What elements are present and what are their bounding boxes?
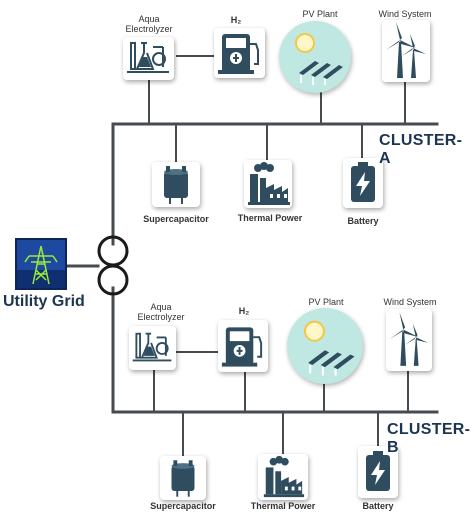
cluster-b-supercapacitor-card: [160, 456, 206, 500]
cluster-a-supercapacitor-card: [152, 162, 200, 207]
cluster-b-pv-label: PV Plant: [308, 297, 344, 307]
cluster-b-h2-label: H₂: [238, 306, 250, 316]
utility-grid-label: Utility Grid: [3, 293, 85, 310]
thermal-plant-icon: [263, 455, 305, 498]
utility-grid-icon: [15, 238, 67, 290]
cluster-a-thermal-label: Thermal Power: [237, 213, 303, 223]
cluster-a-pv-label: PV Plant: [302, 9, 338, 19]
solar-panel-icon: [295, 33, 343, 85]
cluster-b-label: CLUSTER-B: [387, 421, 471, 456]
supercapacitor-icon: [164, 166, 188, 204]
cluster-a-thermal-card: [244, 160, 292, 208]
wind-turbine-icon: [389, 312, 429, 366]
cluster-a-battery-card: [343, 158, 383, 208]
cluster-a-supercapacitor-label: Supercapacitor: [143, 214, 209, 224]
hydrogen-station-icon: [218, 34, 259, 74]
solar-panel-icon: [303, 320, 355, 376]
hydrogen-station-icon: [221, 327, 263, 367]
cluster-a-electrolyzer-card: [123, 37, 174, 80]
cluster-a-wind-card: [382, 20, 430, 82]
cluster-a-wind-label: Wind System: [378, 9, 432, 19]
transformer-symbol: [97, 235, 129, 296]
battery-icon: [366, 451, 390, 491]
cluster-a-pv-circle: [279, 21, 351, 93]
wind-turbine-icon: [386, 22, 426, 78]
cluster-b-thermal-card: [258, 454, 308, 500]
battery-icon: [351, 162, 375, 202]
cluster-b-electrolyzer-label: Aqua Electrolyzer: [137, 302, 185, 322]
cluster-b-thermal-label: Thermal Power: [250, 501, 316, 511]
cluster-a-h2-card: [214, 28, 265, 78]
cluster-b-supercapacitor-label: Supercapacitor: [150, 501, 216, 511]
flask-electrolyzer-icon: [132, 332, 172, 362]
cluster-b-electrolyzer-card: [129, 326, 176, 370]
cluster-b-battery-label: Battery: [362, 501, 394, 511]
flask-electrolyzer-icon: [127, 42, 169, 73]
cluster-b-h2-card: [218, 320, 268, 372]
cluster-b-wind-label: Wind System: [383, 297, 437, 307]
supercapacitor-icon: [171, 460, 195, 497]
cluster-a-electrolyzer-label: Aqua Electrolyzer: [125, 14, 173, 34]
cluster-b-wind-card: [386, 309, 432, 371]
cluster-b-battery-card: [358, 446, 398, 498]
cluster-b-pv-circle: [287, 308, 363, 384]
cluster-a-label: CLUSTER-A: [379, 132, 463, 167]
cluster-a-h2-label: H₂: [230, 15, 242, 25]
cluster-a-battery-label: Battery: [347, 216, 379, 226]
thermal-plant-icon: [248, 162, 290, 205]
